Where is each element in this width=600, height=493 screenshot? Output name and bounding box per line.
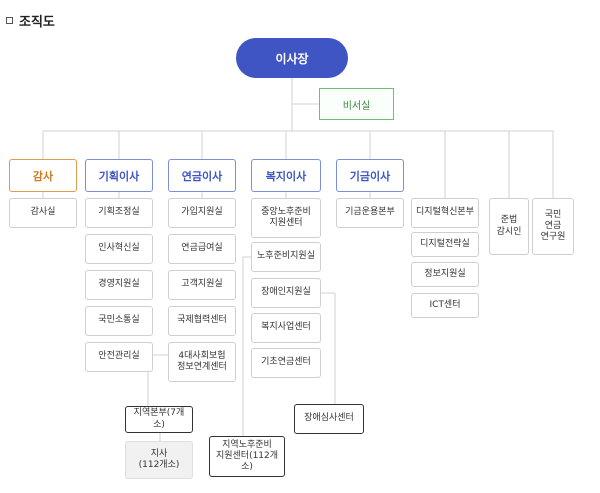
audit-head[interactable]: 감사 bbox=[9, 159, 77, 192]
dept-label: 안전관리실 bbox=[98, 351, 140, 362]
dept-box[interactable]: 인사혁신실 bbox=[85, 234, 153, 264]
secretary-office-node[interactable]: 비서실 bbox=[319, 88, 394, 120]
dept-box[interactable]: 가입지원실 bbox=[168, 198, 236, 228]
audit-head-label: 감사 bbox=[32, 169, 54, 183]
research-institute-box[interactable]: 국민 연금 연구원 bbox=[532, 198, 574, 255]
welfare-director-head[interactable]: 복지이사 bbox=[251, 159, 321, 192]
page-title: 조직도 bbox=[6, 11, 55, 30]
regional-senior-center-box[interactable]: 지역노후준비 지원센터(112개소) bbox=[209, 436, 285, 477]
dept-label: 준법 감시인 bbox=[496, 215, 522, 237]
title-bullet-icon bbox=[6, 17, 13, 24]
branch-office-box[interactable]: 지사 (112개소) bbox=[125, 441, 193, 479]
fund-head-label: 기금이사 bbox=[349, 169, 391, 183]
compliance-officer-box[interactable]: 준법 감시인 bbox=[489, 198, 529, 255]
dept-label: 디지털혁신본부 bbox=[416, 207, 474, 218]
dept-label: 복지사업센터 bbox=[261, 322, 311, 333]
dept-label: 연금급여실 bbox=[181, 243, 223, 254]
secretary-office-label: 비서실 bbox=[342, 100, 371, 112]
dept-box[interactable]: 노후준비지원실 bbox=[251, 242, 321, 272]
dept-label: 기초연금센터 bbox=[261, 357, 311, 368]
dept-box[interactable]: 중앙노후준비 지원센터 bbox=[251, 198, 321, 238]
dept-label: 인사혁신실 bbox=[98, 243, 140, 254]
dept-box[interactable]: ICT센터 bbox=[411, 293, 479, 318]
dept-label: 국민소통실 bbox=[98, 315, 140, 326]
dept-box[interactable]: 고객지원실 bbox=[168, 270, 236, 300]
dept-label: 국제협력센터 bbox=[177, 315, 227, 326]
dept-label: 4대사회보험 정보연계센터 bbox=[177, 350, 227, 372]
dept-box[interactable]: 정보지원실 bbox=[411, 262, 479, 287]
dept-label: 장애인지원실 bbox=[261, 287, 311, 298]
dept-box[interactable]: 연금급여실 bbox=[168, 234, 236, 264]
dept-label: 기획조정실 bbox=[98, 207, 140, 218]
dept-label: 감사실 bbox=[30, 207, 56, 218]
dept-label: 지사 (112개소) bbox=[138, 448, 180, 470]
dept-label: 가입지원실 bbox=[181, 207, 223, 218]
dept-label: ICT센터 bbox=[429, 299, 461, 310]
page-title-text: 조직도 bbox=[19, 15, 55, 30]
dept-box[interactable]: 기획조정실 bbox=[85, 198, 153, 228]
pension-director-head[interactable]: 연금이사 bbox=[168, 159, 236, 192]
welfare-head-label: 복지이사 bbox=[265, 169, 307, 183]
chairman-label: 이사장 bbox=[275, 51, 309, 66]
planning-head-label: 기획이사 bbox=[98, 169, 140, 183]
dept-box[interactable]: 복지사업센터 bbox=[251, 313, 321, 343]
dept-box[interactable]: 디지털혁신본부 bbox=[411, 198, 479, 228]
dept-label: 장애심사센터 bbox=[304, 413, 354, 424]
dept-label: 경영지원실 bbox=[98, 279, 140, 290]
fund-director-head[interactable]: 기금이사 bbox=[336, 159, 404, 192]
dept-box[interactable]: 감사실 bbox=[9, 198, 77, 228]
dept-label: 지역본부(7개소) bbox=[133, 408, 185, 430]
dept-label: 중앙노후준비 지원센터 bbox=[261, 206, 311, 228]
regional-hq-box[interactable]: 지역본부(7개소) bbox=[125, 406, 193, 433]
disability-review-center-box[interactable]: 장애심사센터 bbox=[294, 404, 364, 434]
dept-box[interactable]: 디지털전략실 bbox=[411, 232, 479, 257]
dept-label: 고객지원실 bbox=[181, 279, 223, 290]
dept-box[interactable]: 기금운용본부 bbox=[336, 198, 404, 228]
dept-label: 지역노후준비 지원센터(112개소) bbox=[215, 439, 279, 473]
planning-director-head[interactable]: 기획이사 bbox=[85, 159, 153, 192]
dept-box[interactable]: 장애인지원실 bbox=[251, 278, 321, 308]
dept-box[interactable]: 안전관리실 bbox=[85, 342, 153, 372]
dept-label: 기금운용본부 bbox=[345, 207, 395, 218]
dept-label: 정보지원실 bbox=[424, 268, 466, 279]
dept-label: 노후준비지원실 bbox=[257, 251, 315, 262]
dept-box[interactable]: 경영지원실 bbox=[85, 270, 153, 300]
dept-box[interactable]: 국제협력센터 bbox=[168, 306, 236, 336]
dept-box[interactable]: 국민소통실 bbox=[85, 306, 153, 336]
chairman-node[interactable]: 이사장 bbox=[236, 38, 348, 78]
pension-head-label: 연금이사 bbox=[181, 169, 223, 183]
dept-box[interactable]: 4대사회보험 정보연계센터 bbox=[168, 342, 236, 382]
dept-label: 디지털전략실 bbox=[420, 238, 470, 249]
dept-label: 국민 연금 연구원 bbox=[540, 209, 566, 243]
dept-box[interactable]: 기초연금센터 bbox=[251, 348, 321, 378]
